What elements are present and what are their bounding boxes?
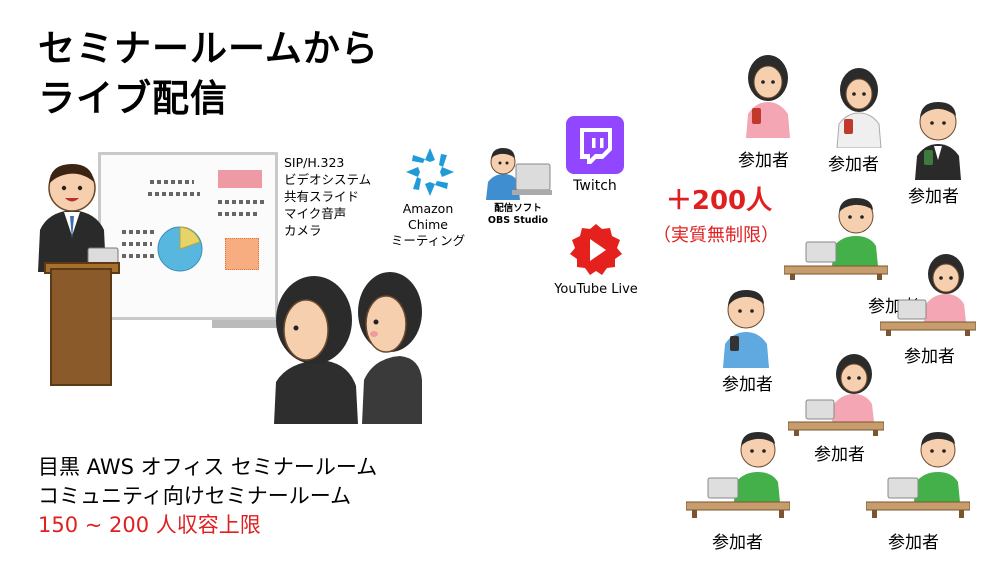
title-line-1: セミナールームから	[38, 27, 379, 70]
chime-label: Amazon Chime ミーティング	[388, 201, 468, 249]
slide-text-dots	[150, 180, 194, 184]
audience-note: （実質無制限）	[653, 225, 779, 246]
feature-item: カメラ	[284, 223, 322, 238]
venue-info: 目黒 AWS オフィス セミナールーム コミュニティ向けセミナールーム 150 …	[38, 453, 377, 540]
slide-text-dots	[218, 212, 258, 216]
slide-text-dots	[148, 192, 200, 196]
feature-item: マイク音声	[284, 206, 347, 221]
chime-label-line: ミーティング	[390, 233, 466, 248]
podium	[50, 268, 112, 386]
participant-label: 参加者	[888, 533, 939, 553]
feature-item: SIP/H.323	[284, 155, 345, 170]
participant-label: 参加者	[814, 445, 865, 465]
participant-icon	[784, 198, 888, 280]
page-title: セミナールームから ライブ配信	[38, 24, 379, 124]
slide-red-block	[218, 170, 262, 188]
youtube-live-label: YouTube Live	[554, 282, 638, 297]
feature-item: ビデオシステム	[284, 172, 372, 187]
pie-chart-icon	[157, 226, 203, 272]
participant-icon	[746, 55, 790, 138]
feature-item: 共有スライド	[284, 189, 360, 204]
venue-info-line: コミュニティ向けセミナールーム	[38, 484, 352, 508]
video-features-list: SIP/H.323 ビデオシステム 共有スライド マイク音声 カメラ	[284, 154, 371, 239]
participant-label: 参加者	[738, 151, 789, 171]
participant-icon	[723, 290, 769, 368]
chime-logo-icon	[406, 148, 454, 196]
chime-label-line: Amazon	[402, 201, 454, 216]
title-line-2: ライブ配信	[38, 77, 228, 120]
slide-text-dots	[122, 230, 156, 234]
participant-icon	[915, 102, 961, 180]
obs-label-line: OBS Studio	[487, 215, 549, 226]
slide-orange-block	[225, 238, 259, 270]
twitch-label: Twitch	[573, 178, 617, 194]
participant-label: 参加者	[908, 187, 959, 207]
participant-label: 参加者	[904, 347, 955, 367]
participant-label: 参加者	[722, 375, 773, 395]
participant-label: 参加者	[828, 155, 879, 175]
youtube-live-icon	[570, 224, 622, 275]
participant-label: 参加者	[712, 533, 763, 553]
twitch-logo-icon	[566, 116, 624, 174]
participant-icon	[788, 354, 884, 436]
venue-info-line: 目黒 AWS オフィス セミナールーム	[38, 455, 378, 479]
room-audience-icon	[274, 272, 422, 424]
slide-text-dots	[122, 242, 152, 246]
participant-icon	[686, 432, 790, 518]
presenter-icon	[38, 164, 119, 272]
venue-capacity: 150 ~ 200 人収容上限	[38, 513, 261, 537]
whiteboard-stand	[212, 320, 282, 328]
participant-icon	[866, 432, 970, 518]
participant-icon	[836, 68, 882, 148]
obs-label-line: 配信ソフト	[494, 203, 542, 214]
chime-label-line: Chime	[408, 217, 448, 232]
participant-icon	[880, 254, 976, 336]
obs-operator-icon	[486, 148, 552, 200]
slide-text-dots	[218, 200, 266, 204]
obs-label: 配信ソフト OBS Studio	[478, 203, 558, 227]
audience-count: ＋200人	[665, 186, 773, 216]
slide-text-dots	[122, 254, 156, 258]
